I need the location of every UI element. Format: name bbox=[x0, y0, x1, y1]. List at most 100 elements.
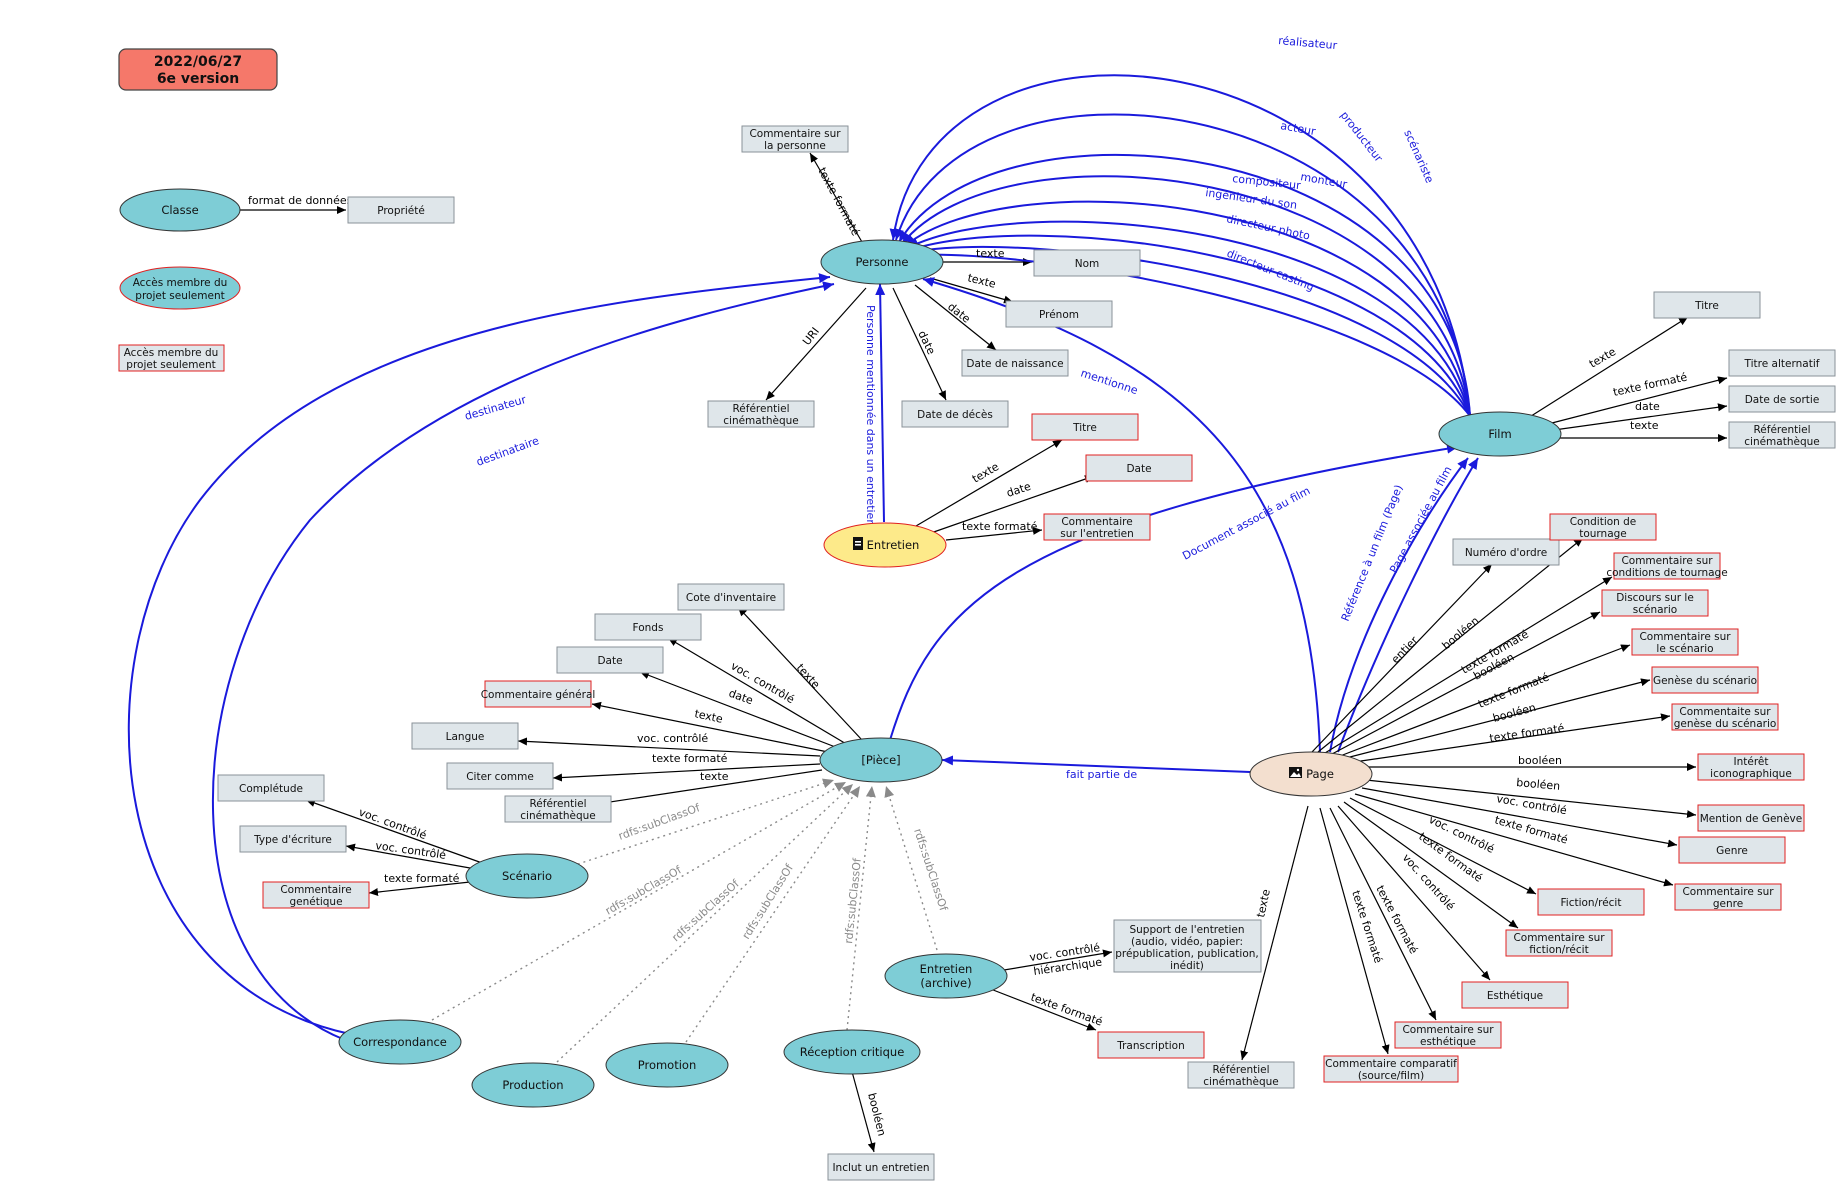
prop-commentaire-genetique: Commentaire genétique bbox=[262, 881, 370, 909]
prop-comm-conditions-line1: Commentaire sur bbox=[1621, 555, 1713, 567]
subclass-label: rdfs:subClassOf bbox=[603, 863, 685, 918]
prop-inclut-entretien: Inclut un entretien bbox=[827, 1153, 935, 1181]
class-film[interactable]: Film bbox=[1438, 411, 1562, 457]
prop-commentaire-fiction: Commentaire sur fiction/récit bbox=[1505, 929, 1613, 957]
prop-titre-film-label: Titre bbox=[1694, 300, 1719, 312]
prop-titre-alt-label: Titre alternatif bbox=[1744, 358, 1820, 370]
prop-comm-scenario-line2: le scénario bbox=[1656, 643, 1713, 655]
role-label: directeur photo bbox=[1225, 212, 1311, 242]
edge-label: texte formaté bbox=[815, 165, 862, 238]
edge-label: texte bbox=[976, 247, 1005, 260]
edge-label-fait-partie: fait partie de bbox=[1066, 768, 1137, 781]
edge-label-mentionne: mentionne bbox=[1079, 366, 1140, 397]
class-entretien[interactable]: Entretien bbox=[823, 522, 947, 568]
prop-deces-label: Date de décès bbox=[917, 409, 993, 421]
prop-comm-genre-line2: genre bbox=[1713, 898, 1743, 910]
role-label: monteur bbox=[1299, 170, 1348, 191]
prop-referentiel-personne-line1: Référentiel bbox=[732, 403, 789, 415]
class-correspondance[interactable]: Correspondance bbox=[338, 1019, 462, 1065]
prop-numero-label: Numéro d'ordre bbox=[1465, 547, 1547, 559]
prop-genre-label: Genre bbox=[1716, 845, 1748, 857]
prop-condition-line2: tournage bbox=[1579, 528, 1627, 540]
class-personne[interactable]: Personne bbox=[820, 239, 944, 285]
class-piece-label: [Pièce] bbox=[861, 753, 900, 767]
prop-numero-ordre: Numéro d'ordre bbox=[1452, 538, 1560, 566]
prop-commentaire-scenario: Commentaire sur le scénario bbox=[1631, 628, 1739, 656]
prop-commentaire-personne-line1: Commentaire sur bbox=[749, 128, 841, 140]
prop-commentaire-entretien-line1: Commentaire bbox=[1061, 516, 1132, 528]
class-entretien-archive-line1: Entretien bbox=[920, 962, 973, 976]
prop-date-entretien-label: Date bbox=[1126, 463, 1151, 475]
prop-titre-alternatif: Titre alternatif bbox=[1728, 349, 1836, 377]
subclass-label: rdfs:subClassOf bbox=[911, 827, 950, 914]
class-page[interactable]: Page bbox=[1249, 751, 1373, 797]
prop-support-entretien: Support de l'entretien (audio, vidéo, pa… bbox=[1113, 919, 1262, 973]
prop-citer-comme: Citer comme bbox=[446, 762, 554, 790]
prop-citer-label: Citer comme bbox=[466, 771, 534, 783]
prop-commentaire-genre: Commentaire sur genre bbox=[1674, 883, 1782, 911]
class-reception-critique[interactable]: Réception critique bbox=[783, 1029, 921, 1075]
subclass-label: rdfs:subClassOf bbox=[740, 861, 797, 942]
prop-genese-label: Genèse du scénario bbox=[1653, 675, 1757, 687]
prop-support-line4: inédit) bbox=[1170, 960, 1204, 972]
legend: Classe Propriété Accès membre du projet … bbox=[118, 188, 455, 372]
edge-label: voc. contrôlé bbox=[357, 806, 429, 843]
class-production[interactable]: Production bbox=[471, 1062, 595, 1108]
edge-label: booléen bbox=[1516, 776, 1561, 793]
prop-completude: Complétude bbox=[217, 774, 325, 802]
prop-commentaire-personne: Commentaire sur la personne bbox=[741, 125, 849, 153]
prop-sortie-label: Date de sortie bbox=[1745, 394, 1820, 406]
subclass-label: rdfs:subClassOf bbox=[669, 876, 742, 944]
prop-referentiel-film-line1: Référentiel bbox=[1753, 424, 1810, 436]
prop-fiction-label: Fiction/récit bbox=[1561, 897, 1622, 909]
prop-langue: Langue bbox=[411, 722, 519, 750]
edge-label: texte bbox=[693, 707, 724, 726]
role-label: producteur bbox=[1338, 109, 1386, 165]
prop-comm-conditions-line2: conditions de tournage bbox=[1606, 567, 1727, 579]
class-scenario-label: Scénario bbox=[502, 869, 552, 883]
prop-transcription-label: Transcription bbox=[1116, 1040, 1185, 1052]
prop-referentiel-page: Référentiel cinémathèque bbox=[1187, 1061, 1295, 1089]
prop-discours-line1: Discours sur le bbox=[1616, 592, 1694, 604]
edge-label-page-film: Page associée au film bbox=[1387, 464, 1454, 575]
edge-label: texte formaté bbox=[652, 752, 728, 765]
prop-cote-inventaire: Cote d'inventaire bbox=[677, 583, 785, 611]
prop-type-ecriture: Type d'écriture bbox=[239, 825, 347, 853]
prop-commentaire-comparatif: Commentaire comparatif (source/film) bbox=[1323, 1055, 1459, 1083]
class-promotion-label: Promotion bbox=[638, 1058, 697, 1072]
prop-commentaire-esthetique: Commentaire sur esthétique bbox=[1394, 1021, 1502, 1049]
class-reception-label: Réception critique bbox=[800, 1045, 905, 1059]
prop-titre-entretien: Titre bbox=[1031, 413, 1139, 441]
image-icon bbox=[1289, 767, 1302, 778]
class-promotion[interactable]: Promotion bbox=[605, 1042, 729, 1088]
prop-commentaire-genese: Commentaite sur genèse du scénario bbox=[1671, 703, 1779, 731]
class-page-label: Page bbox=[1306, 767, 1334, 781]
prop-interet-iconographique: Intérêt iconographique bbox=[1697, 753, 1805, 781]
class-film-label: Film bbox=[1488, 427, 1511, 441]
prop-fonds-label: Fonds bbox=[633, 622, 664, 634]
prop-genese-scenario: Genèse du scénario bbox=[1651, 666, 1759, 694]
class-entretien-archive[interactable]: Entretien (archive) bbox=[884, 953, 1008, 999]
edge-label: voc. contrôlé bbox=[637, 732, 708, 745]
class-piece[interactable]: [Pièce] bbox=[819, 737, 943, 783]
prop-date-sortie: Date de sortie bbox=[1728, 385, 1836, 413]
prop-comm-esthetique-line1: Commentaire sur bbox=[1402, 1024, 1494, 1036]
edge-label: voc. contrôlé bbox=[375, 839, 448, 862]
prop-cote-label: Cote d'inventaire bbox=[686, 592, 776, 604]
edge-label: date bbox=[1635, 400, 1660, 413]
legend-classe: Classe bbox=[161, 203, 198, 217]
class-scenario[interactable]: Scénario bbox=[465, 853, 589, 899]
prop-support-line3: prépublication, publication, bbox=[1115, 948, 1259, 960]
role-label: directeur casting bbox=[1225, 247, 1316, 294]
prop-support-line1: Support de l'entretien bbox=[1129, 924, 1244, 936]
role-label: scénariste bbox=[1401, 128, 1436, 185]
prop-prenom-label: Prénom bbox=[1039, 309, 1079, 321]
edge-label: entier bbox=[1389, 633, 1421, 666]
edge-label: texte formaté bbox=[1612, 370, 1689, 398]
prop-referentiel-piece: Référentiel cinémathèque bbox=[504, 795, 612, 823]
edge-label: texte bbox=[966, 271, 997, 291]
prop-referentiel-film: Référentiel cinémathèque bbox=[1728, 421, 1836, 449]
prop-comm-fiction-line1: Commentaire sur bbox=[1513, 932, 1605, 944]
edge-label-destinataire: destinataire bbox=[475, 434, 541, 469]
prop-nom: Nom bbox=[1033, 249, 1141, 277]
